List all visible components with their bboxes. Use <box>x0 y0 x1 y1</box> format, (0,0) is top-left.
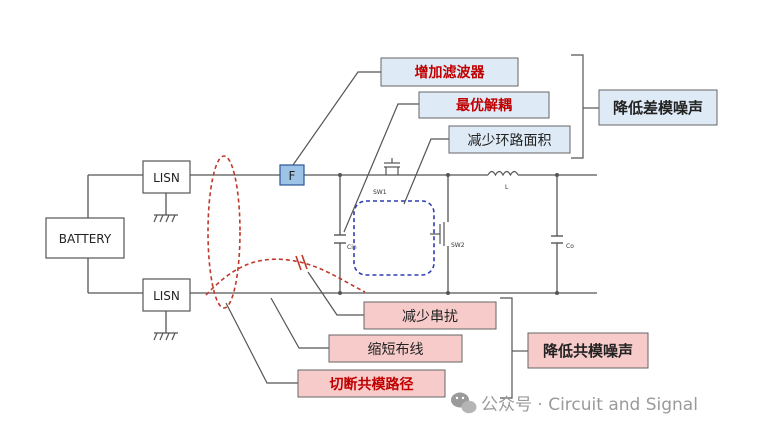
callout-add-filter-text: 增加滤波器 <box>415 64 486 81</box>
lisn-top-label: LISN <box>153 171 180 185</box>
callout-cut-cm-path: 切断共模路径 <box>297 369 446 398</box>
battery-label: BATTERY <box>59 232 112 246</box>
lisn-bottom-block: LISN <box>142 278 191 312</box>
callout-reduce-crosstalk-text: 减少串扰 <box>402 309 458 325</box>
ground-icon <box>153 332 178 341</box>
sw2-label: SW2 <box>451 242 465 249</box>
watermark-text: 公众号 · Circuit and Signal <box>481 395 698 415</box>
sw1-label: SW1 <box>373 189 387 196</box>
filter-label: F <box>289 169 296 183</box>
lisn-top-block: LISN <box>142 160 191 194</box>
wechat-icon <box>451 392 477 414</box>
callout-leaders <box>225 54 599 399</box>
cm-path-ellipse <box>207 155 241 309</box>
co-label: Co <box>566 243 574 250</box>
callout-reduce-loop-area: 减少环路面积 <box>448 125 571 154</box>
cin-capacitor <box>334 234 346 244</box>
parasitic-coupling-path <box>205 258 366 296</box>
callout-optimal-decoupling: 最优解耦 <box>418 91 550 119</box>
callout-reduce-dm-noise-text: 降低差模噪声 <box>613 99 703 117</box>
inductor-label: L <box>505 184 509 191</box>
switching-loop-outline <box>353 200 435 276</box>
watermark: 公众号 · Circuit and Signal <box>451 392 698 415</box>
sw2-mosfet <box>430 222 445 246</box>
callout-optimal-decoupling-text: 最优解耦 <box>456 97 512 114</box>
callout-reduce-dm-noise: 降低差模噪声 <box>598 89 718 126</box>
callout-shorten-wiring: 缩短布线 <box>328 334 463 363</box>
battery-block: BATTERY <box>45 217 125 259</box>
callout-reduce-cm-noise: 降低共模噪声 <box>527 332 649 369</box>
callout-add-filter: 增加滤波器 <box>380 57 519 87</box>
lisn-bottom-label: LISN <box>153 289 180 303</box>
inductor <box>487 170 519 178</box>
circuit-wires <box>87 174 597 333</box>
filter-block: F <box>279 164 305 186</box>
callout-reduce-cm-noise-text: 降低共模噪声 <box>543 342 633 360</box>
callout-reduce-crosstalk: 减少串扰 <box>363 301 497 330</box>
ground-icon <box>153 214 178 223</box>
callout-reduce-loop-area-text: 减少环路面积 <box>468 133 552 149</box>
co-capacitor <box>551 235 563 244</box>
parasitic-capacitor <box>295 254 308 271</box>
junction-dots <box>338 173 559 295</box>
cin-label: Cin <box>347 244 357 251</box>
callout-cut-cm-path-text: 切断共模路径 <box>330 376 414 393</box>
sw1-mosfet <box>384 158 400 175</box>
callout-shorten-wiring-text: 缩短布线 <box>368 342 424 358</box>
